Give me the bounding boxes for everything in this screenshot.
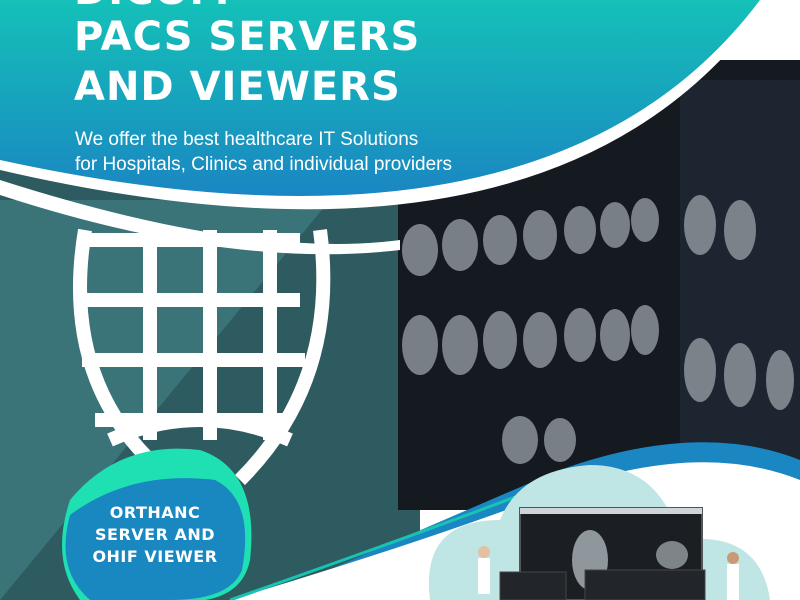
- badge-line-1: ORTHANC: [109, 503, 201, 522]
- title-line-0: DICOM: [74, 0, 230, 14]
- subtitle-line-1: We offer the best healthcare IT Solution…: [75, 129, 419, 150]
- title-line-1: PACS SERVERS: [74, 14, 421, 60]
- badge-line-2: SERVER AND: [94, 525, 216, 544]
- header-banner: [0, 0, 760, 196]
- subtitle-line-2: for Hospitals, Clinics and individual pr…: [75, 154, 453, 175]
- badge-inner-blob: [65, 478, 246, 600]
- globe-icon: [73, 228, 331, 485]
- title-line-2: AND VIEWERS: [74, 64, 401, 110]
- badge-label: ORTHANC SERVER AND OHIF VIEWER: [70, 502, 240, 568]
- devices-illustration: [428, 465, 770, 600]
- badge-line-3: OHIF VIEWER: [92, 547, 218, 566]
